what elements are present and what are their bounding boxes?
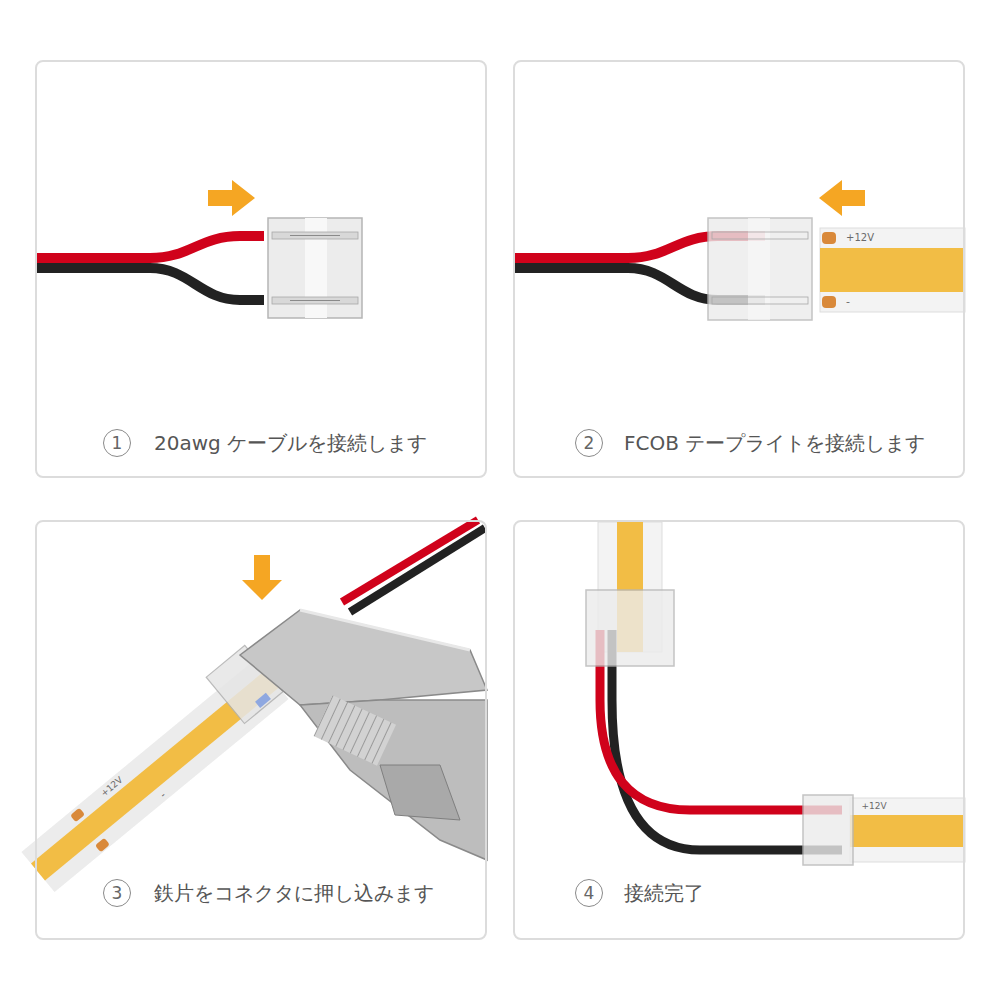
pliers-crimping xyxy=(38,520,487,872)
polarity-mark: - xyxy=(846,296,850,307)
step-caption: FCOB テープライトを接続します xyxy=(624,429,925,457)
polarity-mark: +12V xyxy=(99,776,124,799)
callout-number: 4 xyxy=(584,883,595,903)
step-number-circle: 4 xyxy=(575,879,603,907)
polarity-mark: +12V xyxy=(846,233,874,243)
step-caption: 20awg ケーブルを接続します xyxy=(154,429,427,457)
step-panel: 20awg ケーブルを接続します 1 xyxy=(35,60,487,478)
step-number-circle: 1 xyxy=(103,429,131,457)
polarity-mark: - xyxy=(158,790,167,800)
cable-and-connector xyxy=(35,180,362,318)
callout-number: 1 xyxy=(112,433,123,453)
step-panel: 接続完了 4 xyxy=(513,520,965,940)
step-panel: 鉄片をコネクタに押し込みます 3 xyxy=(35,520,487,940)
step-number-circle: 3 xyxy=(103,879,131,907)
tape-and-connector xyxy=(513,180,965,320)
polarity-mark: +12V xyxy=(861,802,886,811)
step-panel: FCOB テープライトを接続します 2 xyxy=(513,60,965,478)
completed-connection xyxy=(586,522,965,865)
step-caption: 接続完了 xyxy=(624,879,704,907)
step-number-circle: 2 xyxy=(575,429,603,457)
callout-number: 2 xyxy=(584,433,595,453)
callout-number: 3 xyxy=(112,883,123,903)
step-caption: 鉄片をコネクタに押し込みます xyxy=(154,879,434,907)
